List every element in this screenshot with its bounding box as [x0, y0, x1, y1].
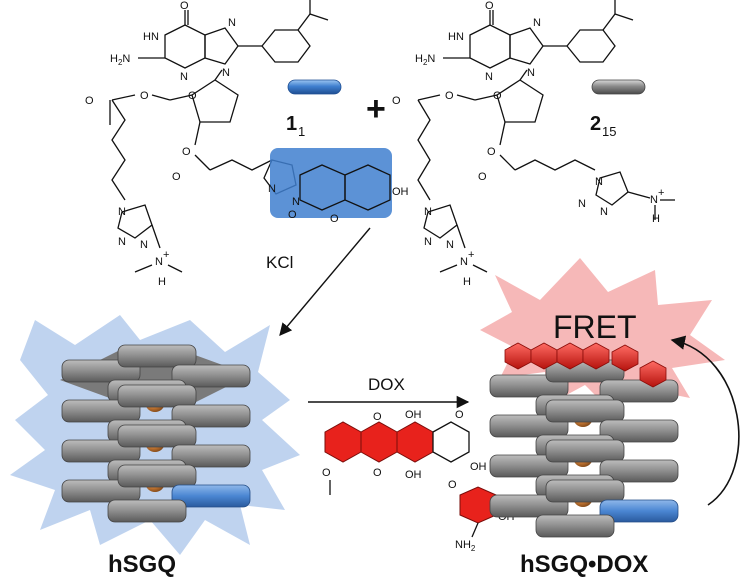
doxorubicin-structure: O O OH OH O OH OH O O OH NH2 — [322, 409, 515, 553]
dox-hexagons — [504, 342, 667, 388]
svg-text:N: N — [527, 67, 535, 79]
svg-text:O: O — [485, 0, 494, 12]
compound-1-subscript: 1 — [298, 124, 305, 139]
compound-2-subscript: 15 — [602, 124, 616, 139]
svg-text:O: O — [188, 90, 197, 102]
svg-text:O: O — [182, 146, 191, 158]
kcl-label: KCl — [266, 253, 293, 272]
hsgq-dox-label: hSGQ•DOX — [520, 551, 648, 578]
svg-text:O: O — [445, 90, 454, 102]
fret-label: FRET — [553, 309, 637, 345]
svg-text:O: O — [373, 411, 382, 423]
kcl-arrow — [279, 227, 371, 336]
svg-text:O: O — [478, 171, 487, 183]
svg-text:N: N — [180, 71, 188, 83]
stack-layer-4 — [489, 479, 679, 538]
svg-text:N: N — [485, 71, 493, 83]
compound-1-pill — [287, 79, 342, 95]
svg-text:NH2: NH2 — [455, 539, 476, 553]
svg-text:O: O — [85, 95, 94, 107]
svg-text:N: N — [533, 17, 541, 29]
svg-text:+: + — [163, 249, 169, 261]
svg-text:O: O — [448, 479, 457, 491]
svg-text:N: N — [578, 198, 586, 210]
svg-text:N: N — [600, 206, 608, 218]
svg-text:OH: OH — [470, 461, 487, 473]
svg-text:OH: OH — [405, 469, 422, 481]
svg-text:O: O — [455, 409, 464, 421]
hsgq-assembly — [10, 315, 300, 555]
hsgq-dox-assembly: FRET — [480, 258, 725, 538]
compound-1-structure: O HN H2N N N N O O O N N N N + H — [85, 0, 409, 288]
svg-text:N: N — [424, 236, 432, 248]
svg-text:N: N — [650, 194, 658, 206]
svg-text:N: N — [118, 236, 126, 248]
dox-label: DOX — [368, 375, 405, 394]
svg-text:+: + — [468, 249, 474, 261]
svg-text:HN: HN — [448, 31, 464, 43]
hsgq-label: hSGQ — [108, 551, 176, 578]
svg-text:O: O — [487, 146, 496, 158]
svg-text:HN: HN — [143, 31, 159, 43]
svg-text:N: N — [292, 196, 300, 208]
hsgq-layer-4 — [61, 464, 251, 523]
svg-text:N: N — [268, 183, 276, 195]
fret-curved-arrow — [670, 335, 740, 506]
svg-text:O: O — [180, 0, 189, 12]
svg-text:N: N — [222, 67, 230, 79]
plus-sign: + — [366, 90, 386, 128]
compound-2-number: 2 — [590, 113, 601, 135]
svg-text:+: + — [658, 187, 664, 199]
svg-text:H: H — [652, 213, 660, 225]
svg-text:N: N — [155, 256, 163, 268]
compound-2-structure: O HN H2N N N N O O O N N N N + H O O — [392, 0, 675, 288]
svg-text:N: N — [140, 239, 148, 251]
svg-text:O: O — [322, 467, 331, 479]
amine-label: H2N — [110, 53, 130, 67]
svg-text:N: N — [446, 239, 454, 251]
svg-text:OH: OH — [405, 409, 422, 421]
compound-2-pill — [591, 79, 646, 95]
svg-text:N: N — [228, 17, 236, 29]
svg-text:O: O — [392, 95, 401, 107]
svg-text:H2N: H2N — [415, 53, 435, 67]
svg-text:O: O — [172, 171, 181, 183]
compound-1-number: 1 — [286, 113, 297, 135]
svg-text:H: H — [463, 276, 471, 288]
svg-text:O: O — [288, 209, 297, 221]
svg-text:O: O — [493, 90, 502, 102]
svg-text:N: N — [460, 256, 468, 268]
svg-text:O: O — [140, 90, 149, 102]
svg-text:O: O — [330, 213, 339, 225]
svg-text:OH: OH — [392, 186, 409, 198]
svg-text:O: O — [373, 467, 382, 479]
svg-text:H: H — [158, 276, 166, 288]
